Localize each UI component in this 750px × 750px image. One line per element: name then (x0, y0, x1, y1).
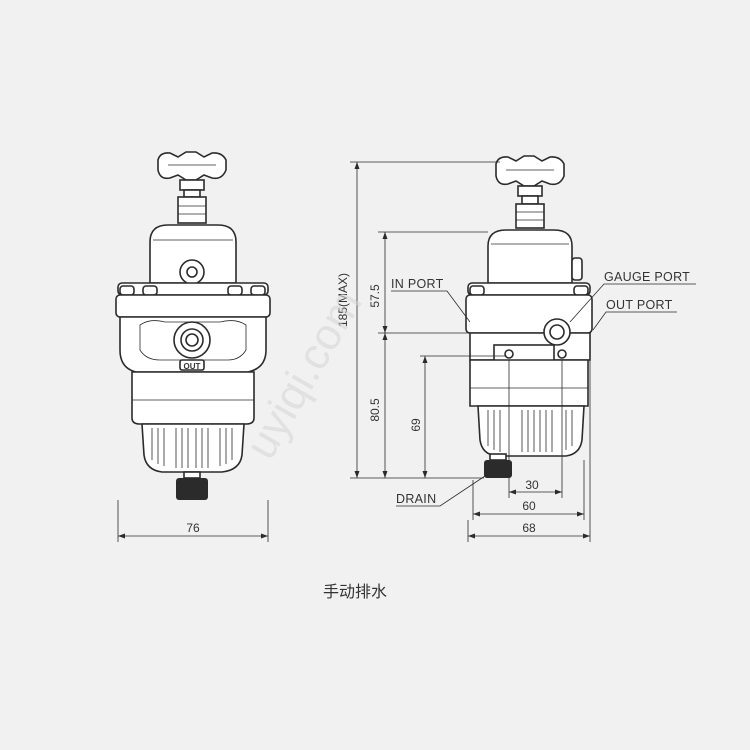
svg-text:DRAIN: DRAIN (396, 492, 436, 506)
out-marking: OUT (184, 362, 201, 371)
front-knob (157, 151, 227, 224)
dim-76: 76 (117, 500, 269, 542)
svg-text:68: 68 (522, 521, 536, 535)
front-view: OUT 76 (115, 151, 271, 542)
svg-text:60: 60 (522, 499, 536, 513)
side-bonnet (487, 229, 573, 284)
side-bowl (477, 405, 585, 457)
svg-text:57.5: 57.5 (368, 284, 382, 308)
dim-80-5: 80.5 (368, 333, 388, 478)
front-drain-knurl (176, 478, 208, 500)
svg-text:76: 76 (186, 521, 200, 535)
svg-text:IN PORT: IN PORT (391, 277, 444, 291)
label-in-port: IN PORT (391, 277, 471, 323)
side-view: 185(MAX) 57.5 80.5 69 (336, 155, 696, 542)
dim-185: 185(MAX) (336, 161, 500, 479)
front-bowl (141, 423, 245, 473)
side-bowl-ribs (487, 410, 573, 452)
svg-text:69: 69 (409, 418, 423, 432)
side-drain-knurl (484, 460, 512, 478)
caption: 手动排水 (322, 582, 387, 601)
svg-text:30: 30 (525, 478, 539, 492)
dim-60: 60 (472, 460, 585, 520)
svg-text:80.5: 80.5 (368, 398, 382, 422)
label-gauge-port: GAUGE PORT (569, 270, 696, 323)
dim-68: 68 (467, 333, 591, 542)
dim-69: 69 (409, 355, 505, 478)
svg-text:GAUGE PORT: GAUGE PORT (604, 270, 690, 284)
label-drain: DRAIN (396, 473, 489, 507)
side-knob (495, 155, 565, 229)
svg-text:185(MAX): 185(MAX) (336, 273, 350, 327)
dim-57-5: 57.5 (368, 231, 488, 334)
dim-30: 30 (508, 360, 563, 498)
front-flange (115, 282, 271, 318)
front-bowl-ribs (151, 428, 233, 468)
front-bowl-housing (131, 371, 255, 425)
svg-text:OUT PORT: OUT PORT (606, 298, 673, 312)
front-bonnet (149, 224, 237, 284)
label-out-port: OUT PORT (592, 298, 677, 331)
